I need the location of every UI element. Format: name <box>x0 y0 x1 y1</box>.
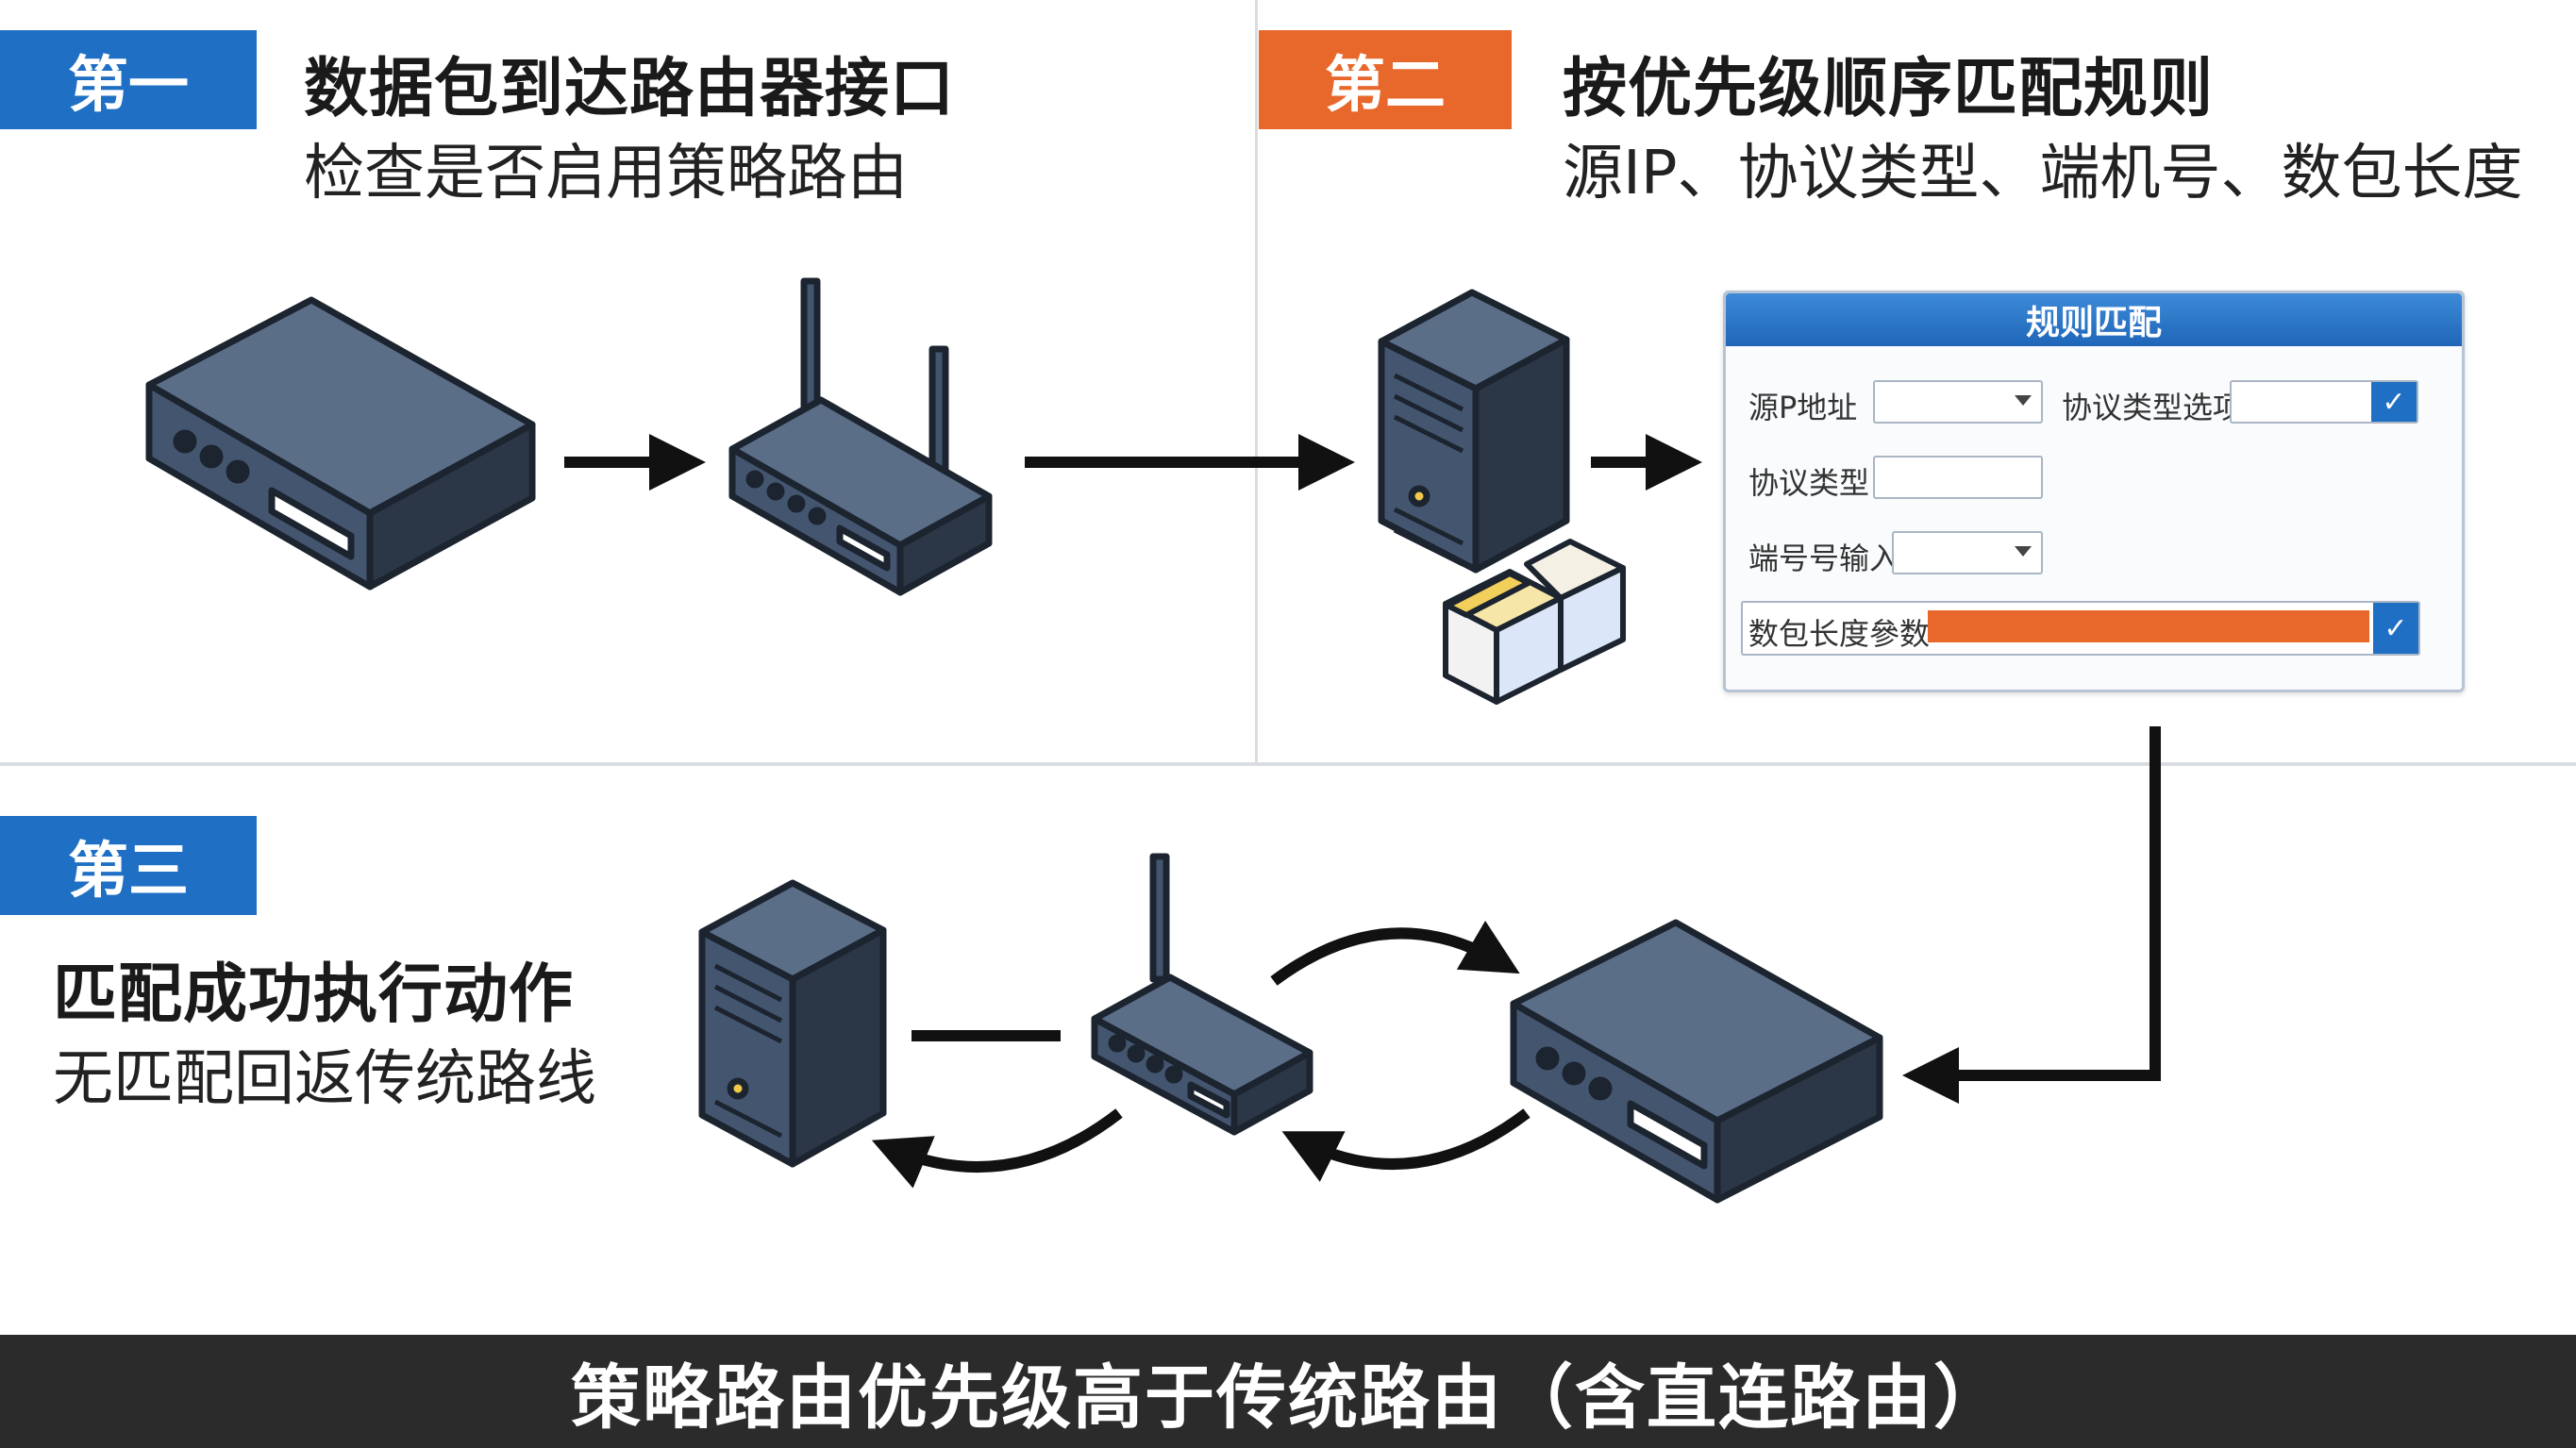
footer-banner: 策略路由优先级高于传统路由（含直连路由） <box>0 1335 2576 1448</box>
step1-badge: 第一 <box>0 30 257 129</box>
rule-panel-header: 规则匹配 <box>1726 293 2462 346</box>
wifi-router-icon <box>1091 853 1313 1136</box>
step3-badge: 第三 <box>0 816 257 915</box>
packet-length-bar <box>1928 610 2369 642</box>
server-tower-icon <box>1378 289 1570 574</box>
step2-subtitle: 源IP、协议类型、端机号、数包长度 <box>1563 139 2523 208</box>
step1-subtitle: 检查是否启用策略路由 <box>304 139 908 208</box>
arrow-icon <box>1902 726 2161 1104</box>
router-box-icon <box>145 296 536 591</box>
arrow-icon <box>1281 1108 1531 1182</box>
port-input-dropdown[interactable] <box>1892 531 2043 574</box>
step2-title: 按优先级顺序匹配规则 <box>1563 52 2215 126</box>
checkmark-icon: ✓ <box>2371 382 2417 422</box>
router-box-icon <box>1510 919 1883 1204</box>
port-input-label: 端号号输入 <box>1748 541 1900 576</box>
protocol-option-label: 协议类型选项 <box>2062 390 2244 425</box>
cube-blocks-icon <box>1443 539 1626 705</box>
wifi-router-icon <box>728 277 993 596</box>
protocol-type-label: 协议类型 <box>1748 465 1870 501</box>
chevron-down-icon <box>2015 395 2032 406</box>
step1-title: 数据包到达路由器接口 <box>304 52 956 126</box>
checkmark-icon: ✓ <box>2373 603 2418 654</box>
diagram-graphics <box>145 277 2161 1204</box>
protocol-type-input[interactable] <box>1873 456 2043 499</box>
source-ip-dropdown[interactable] <box>1873 380 2043 424</box>
rule-match-panel: 规则匹配 源P地址 协议类型选项 ✓ 协议类型 端号号输入 数包长度參数 ✓ <box>1723 291 2465 692</box>
horizontal-divider <box>0 762 2576 766</box>
source-ip-label: 源P地址 <box>1748 390 1858 425</box>
packet-length-field[interactable]: 数包长度參数 ✓ <box>1741 601 2420 656</box>
protocol-option-select[interactable]: ✓ <box>2230 380 2418 424</box>
packet-length-label: 数包长度參数 <box>1748 616 1931 652</box>
arrow-icon <box>1270 920 1520 986</box>
step3-title: 匹配成功执行动作 <box>53 957 575 1032</box>
arrow-icon <box>871 1108 1123 1189</box>
server-tower-icon <box>698 879 887 1168</box>
step2-badge: 第二 <box>1259 30 1512 129</box>
step3-subtitle: 无匹配回返传统路线 <box>53 1044 596 1114</box>
vertical-divider <box>1255 0 1258 766</box>
chevron-down-icon <box>2015 546 2032 557</box>
